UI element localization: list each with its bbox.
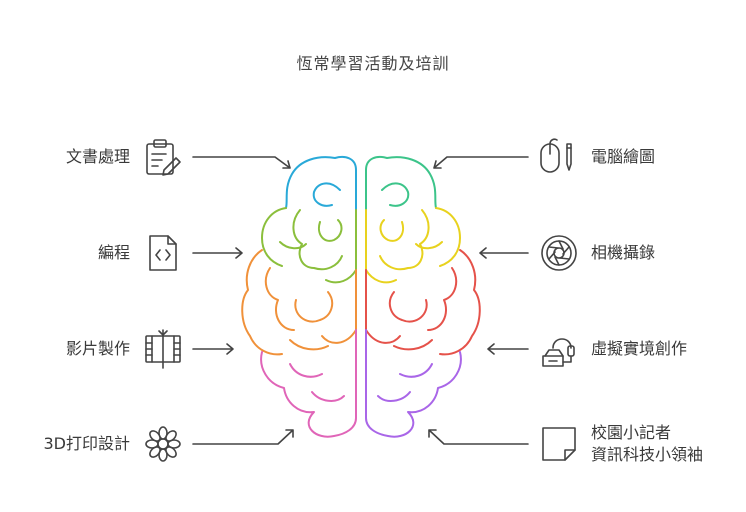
label-computer-drawing: 電腦繪圖 — [591, 147, 656, 166]
label-campus-reporter: 校園小記者 — [591, 423, 672, 442]
clipboard-edit-icon — [146, 139, 181, 176]
label-programming: 編程 — [97, 243, 130, 262]
arrow-left-2 — [192, 247, 243, 259]
label-camera-recording: 相機攝錄 — [591, 243, 656, 262]
brain-lobe-left-orange — [241, 249, 357, 356]
label-vr-creation: 虛擬實境創作 — [591, 339, 688, 358]
brain-lobe-left-blue — [285, 155, 357, 211]
brain-lobe-left-green — [261, 207, 357, 284]
brain-right-hemisphere — [365, 155, 481, 438]
diagram-title: 恆常學習活動及培訓 — [296, 54, 450, 73]
mouse-pen-icon — [540, 138, 572, 173]
brain-lobe-right-yellow — [365, 207, 461, 284]
camera-aperture-icon — [541, 235, 577, 271]
label-3d-printing-design: 3D打印設計 — [43, 434, 130, 453]
arrow-left-4 — [192, 429, 294, 445]
flower-pattern-icon — [145, 426, 181, 462]
arrows — [192, 156, 529, 445]
label-campus-reporter-group: 校園小記者 資訊科技小領袖 — [591, 422, 703, 466]
brain-lobe-left-pink — [260, 329, 357, 438]
note-page-icon — [542, 427, 576, 461]
brain-lobe-right-purple — [365, 329, 462, 438]
label-word-processing: 文書處理 — [65, 147, 130, 166]
arrow-right-3 — [487, 343, 529, 355]
label-video-production: 影片製作 — [65, 339, 130, 358]
arrow-left-3 — [192, 343, 234, 355]
arrow-right-2 — [479, 247, 529, 259]
brain-left-hemisphere — [241, 155, 357, 438]
arrow-right-1 — [433, 156, 529, 169]
brain-lobe-right-teal — [365, 155, 437, 211]
vr-headset-icon — [542, 338, 575, 367]
arrow-right-4 — [428, 429, 529, 445]
brain-lobe-right-red — [365, 249, 481, 356]
code-file-icon — [149, 235, 177, 271]
arrow-left-1 — [192, 156, 291, 169]
film-strip-icon — [145, 329, 181, 369]
label-it-leader: 資訊科技小領袖 — [591, 445, 704, 464]
